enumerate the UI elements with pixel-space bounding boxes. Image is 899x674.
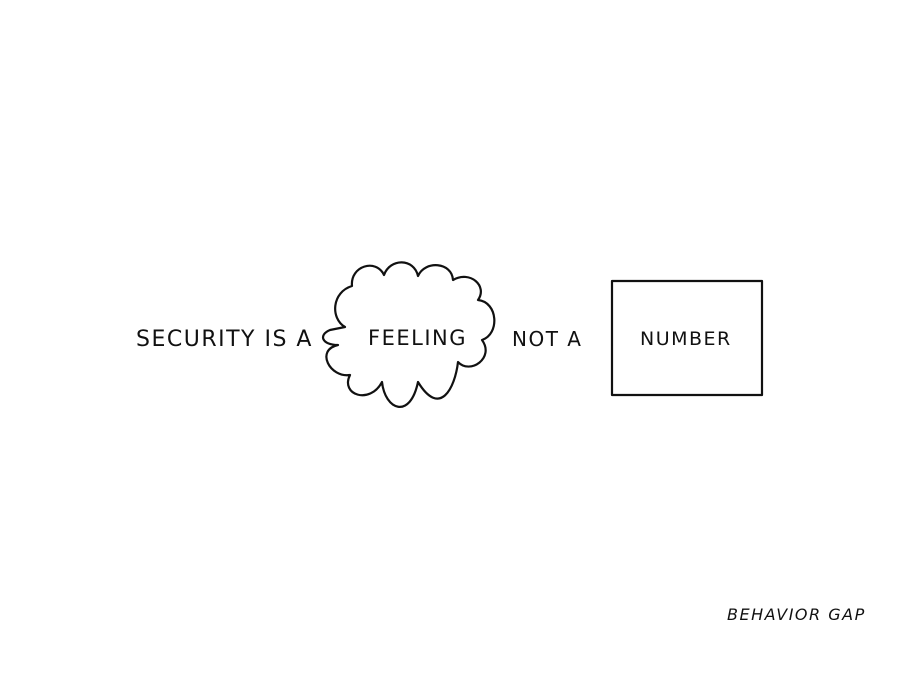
signature: BEHAVIOR GAP xyxy=(727,605,866,624)
cloud-shape xyxy=(321,261,496,408)
phrase-middle: NOT A xyxy=(512,327,582,351)
number-box xyxy=(610,279,764,397)
phrase-start: SECURITY IS A xyxy=(136,327,313,352)
box-label: NUMBER xyxy=(640,328,732,350)
cloud-label: FEELING xyxy=(368,326,467,350)
